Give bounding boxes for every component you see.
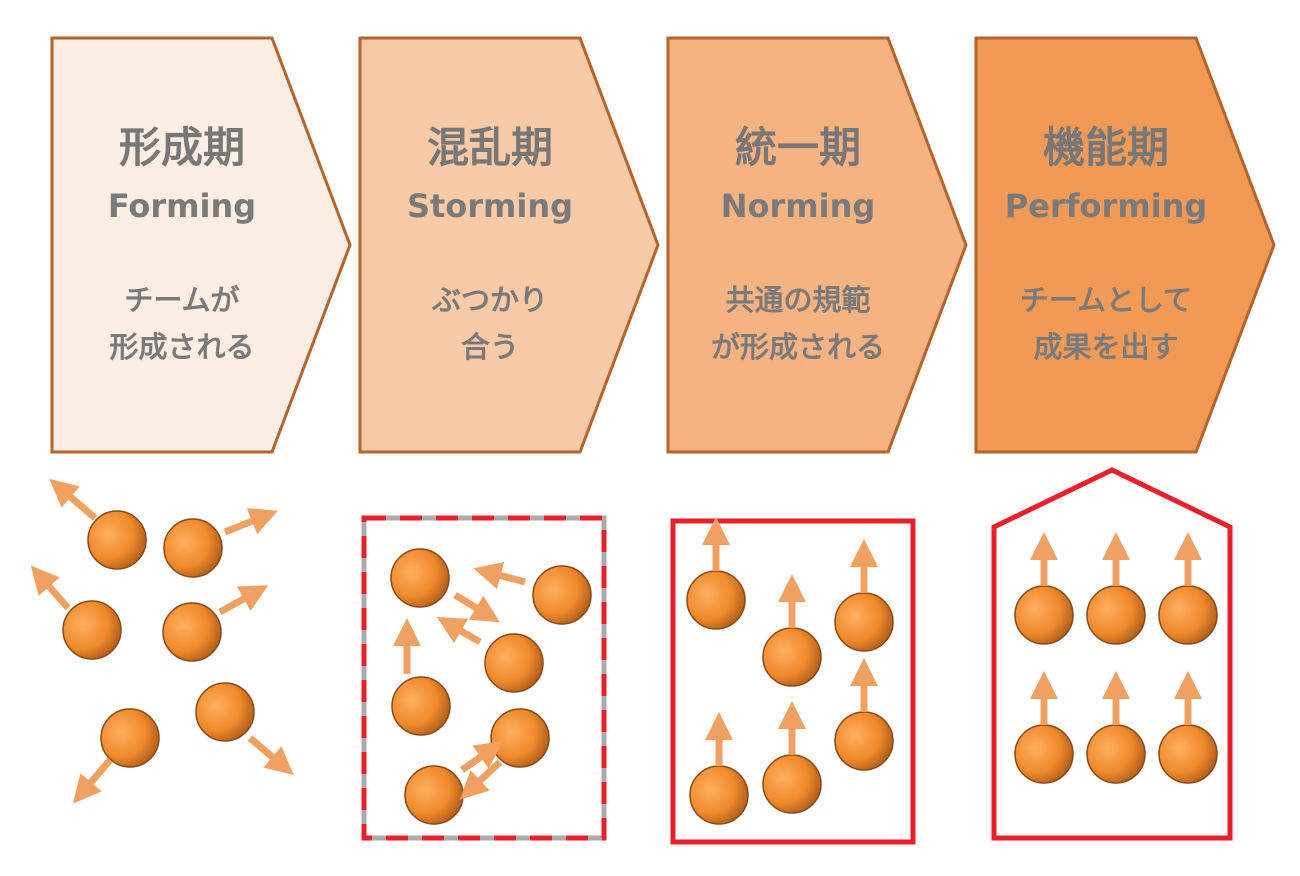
arrow-icon-storming [453, 592, 500, 623]
team-member-ball-storming [484, 633, 544, 693]
stage-title-en: Performing [1005, 187, 1208, 225]
stage-title-jp: 混乱期 [427, 123, 553, 172]
arrow-icon-forming [72, 757, 113, 804]
stage-description-line: 成果を出す [1033, 330, 1178, 364]
team-member-ball-forming [62, 600, 122, 660]
chevron-shape [50, 36, 352, 454]
team-member-ball-forming [100, 708, 160, 768]
team-member-ball-storming [390, 548, 450, 608]
team-member-ball-norming [762, 754, 822, 814]
arrow-icon-storming [436, 616, 482, 646]
stage-description-line: 合う [461, 330, 519, 364]
stage-description-line: 共通の規範 [725, 283, 870, 317]
arrow-icon-forming [223, 508, 278, 536]
stage-title-jp: 統一期 [735, 123, 861, 172]
team-member-ball-performing [1086, 585, 1146, 645]
norming-solid-frame [670, 518, 916, 845]
team-member-ball-norming [689, 765, 749, 825]
stage-description-line: ぶつかり [431, 283, 548, 317]
storming-dashed-frame [361, 515, 607, 841]
team-member-ball-forming [162, 602, 222, 662]
stage-title-jp: 機能期 [1043, 123, 1169, 172]
team-member-ball-performing [1158, 724, 1218, 784]
stage-description-line: チームとして [1020, 283, 1192, 317]
arrow-icon-forming [49, 478, 98, 521]
team-member-ball-storming [404, 765, 464, 825]
arrow-icon-forming [247, 735, 294, 776]
team-member-ball-storming [391, 676, 451, 736]
stage-title-jp: 形成期 [119, 123, 245, 172]
chevron-shape [666, 36, 968, 454]
team-member-ball-norming [686, 570, 746, 630]
stage-title-en: Forming [108, 187, 256, 225]
chevron-shape [358, 36, 660, 454]
chevron-shape [974, 36, 1276, 454]
arrow-icon-storming [459, 759, 503, 800]
team-member-ball-performing [1014, 724, 1074, 784]
storming-frame-shadow [361, 515, 607, 841]
stage-description-line: 形成される [109, 330, 254, 364]
arrow-icon-forming [30, 565, 71, 611]
team-member-ball-storming [490, 708, 550, 768]
arrow-icon-storming [459, 740, 504, 773]
arrow-icon-storming [473, 562, 526, 590]
stage-description-line: チームが [124, 283, 239, 317]
team-member-ball-performing [1086, 724, 1146, 784]
team-member-ball-forming [87, 510, 147, 570]
team-member-ball-forming [195, 682, 255, 742]
team-member-ball-performing [1158, 585, 1218, 645]
stage-title-en: Storming [407, 187, 573, 225]
team-member-ball-storming [532, 565, 592, 625]
performing-house-frame [991, 467, 1233, 841]
arrow-icon-forming [218, 585, 269, 616]
stage-description-line: が形成される [711, 330, 885, 364]
team-member-ball-norming [834, 592, 894, 652]
team-member-ball-norming [762, 627, 822, 687]
stage-title-en: Norming [721, 187, 876, 225]
team-member-ball-norming [834, 711, 894, 771]
team-member-ball-performing [1014, 585, 1074, 645]
team-member-ball-forming [163, 518, 223, 578]
